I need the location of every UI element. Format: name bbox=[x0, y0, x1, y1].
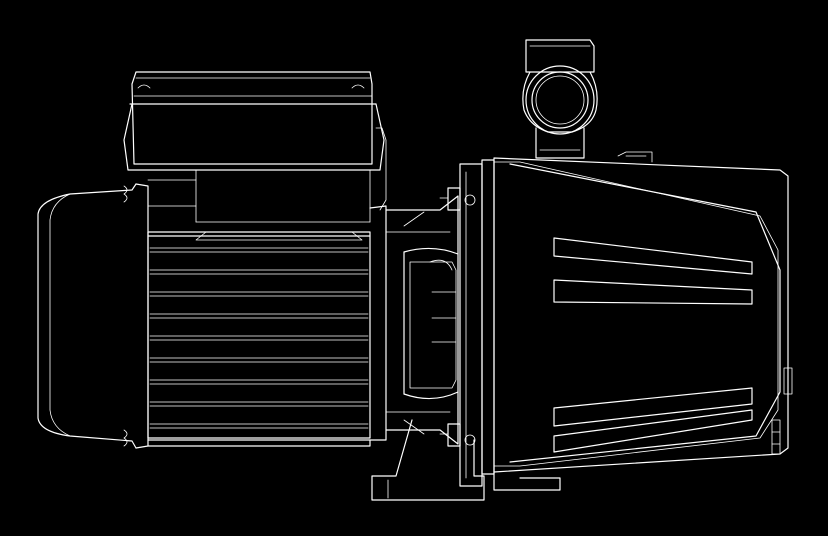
discharge-port bbox=[522, 39, 653, 163]
mounting-foot bbox=[371, 419, 561, 501]
motor-pump-adapter bbox=[369, 187, 461, 447]
terminal-box bbox=[123, 71, 387, 223]
motor-fan-cover bbox=[37, 183, 149, 449]
pump-flange bbox=[459, 159, 495, 487]
pump-housing bbox=[493, 157, 793, 473]
motor-body-cooling-fins bbox=[147, 231, 371, 447]
cooling-fin-lines bbox=[149, 247, 369, 429]
